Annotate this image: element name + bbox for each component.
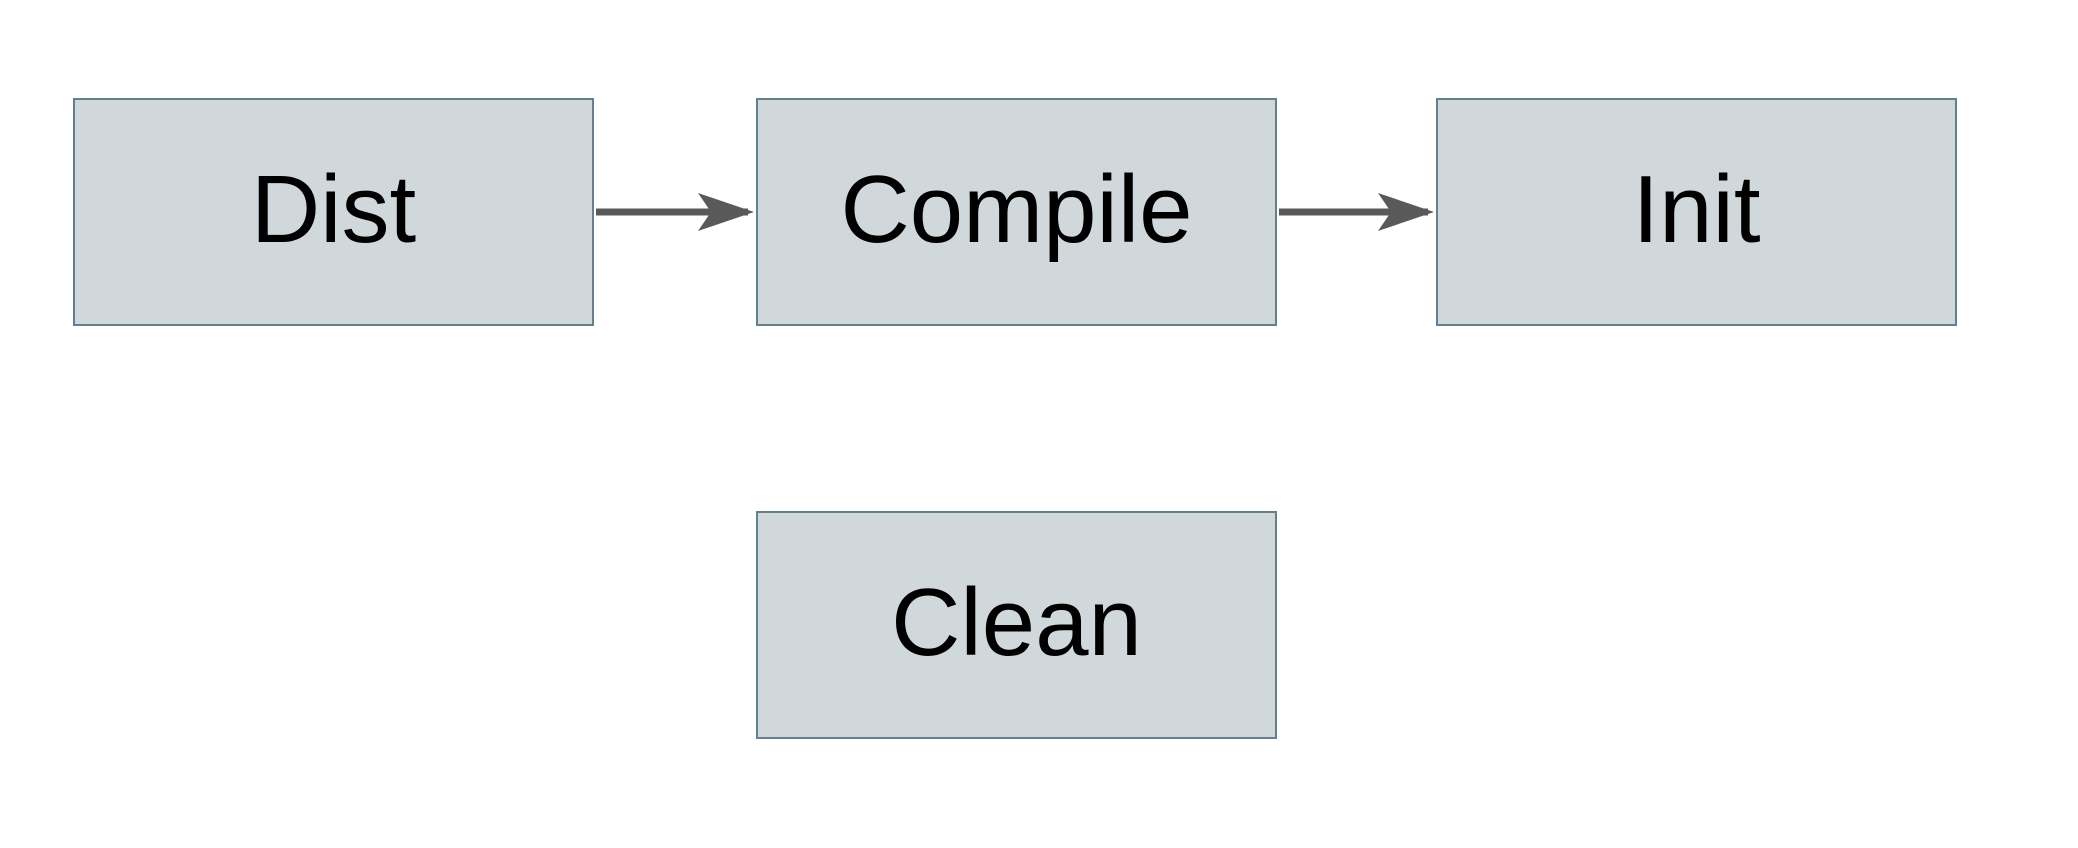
- node-init-label: Init: [1632, 156, 1761, 263]
- node-dist: Dist: [73, 98, 594, 326]
- node-clean: Clean: [756, 511, 1277, 739]
- node-clean-label: Clean: [891, 569, 1142, 676]
- node-compile-label: Compile: [840, 156, 1193, 263]
- node-dist-label: Dist: [250, 156, 417, 263]
- node-compile: Compile: [756, 98, 1277, 326]
- node-init: Init: [1436, 98, 1957, 326]
